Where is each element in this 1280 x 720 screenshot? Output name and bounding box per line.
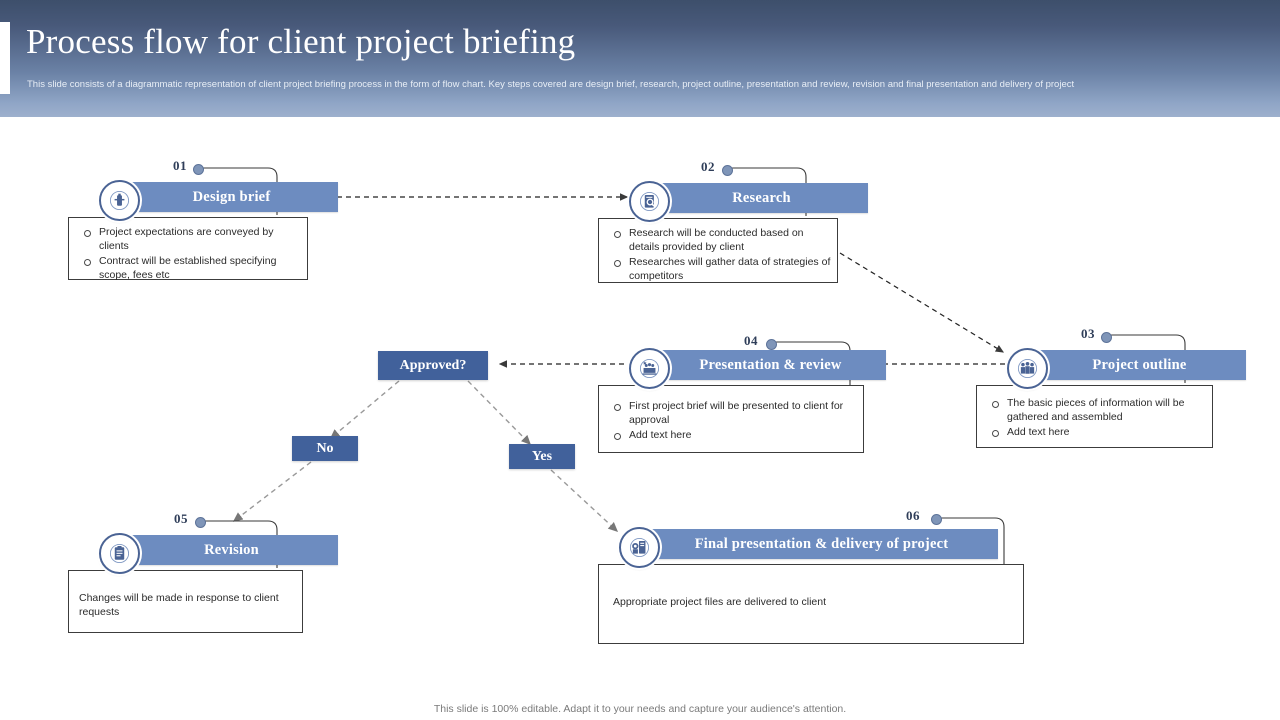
- bullet-icon: [614, 259, 621, 267]
- step-body-01: Project expectations are conveyed by cli…: [68, 217, 308, 282]
- connector-yes-to-final: [550, 469, 619, 532]
- step-body-03: The basic pieces of information will be …: [976, 385, 1213, 448]
- step-title-06: Final presentation & delivery of project: [645, 529, 998, 559]
- slide-header: Process flow for client project briefing…: [0, 0, 1280, 117]
- step-title-03: Project outline: [1033, 350, 1246, 380]
- list-item: First project brief will be presented to…: [605, 400, 857, 427]
- clipboard-revision-icon: [99, 533, 140, 574]
- connector-02-to-03: [839, 252, 1005, 353]
- step-number-06: 06: [906, 508, 920, 523]
- branch-no-box[interactable]: No: [292, 436, 358, 461]
- list-item: Contract will be established specifying …: [75, 255, 301, 282]
- branch-yes-box[interactable]: Yes: [509, 444, 575, 469]
- step-body-text-05: Changes will be made in response to clie…: [79, 592, 279, 618]
- step-dot-04: [766, 339, 777, 350]
- step-dot-01: [193, 164, 204, 175]
- step-dot-05: [195, 517, 206, 528]
- step-title-01: Design brief: [125, 182, 338, 212]
- header-accent-bar: [0, 22, 10, 94]
- bullet-icon: [84, 229, 91, 237]
- step-number-02: 02: [701, 159, 715, 174]
- bullet-icon: [992, 429, 999, 437]
- step-dot-06: [931, 514, 942, 525]
- list-item: The basic pieces of information will be …: [983, 397, 1206, 424]
- list-item: Add text here: [983, 426, 1206, 440]
- list-item: Researches will gather data of strategie…: [605, 256, 831, 283]
- design-brief-icon: [99, 180, 140, 221]
- bullet-icon: [614, 403, 621, 411]
- step-dot-03: [1101, 332, 1112, 343]
- step-number-03: 03: [1081, 326, 1095, 341]
- list-item: Project expectations are conveyed by cli…: [75, 226, 301, 253]
- decision-approved-box[interactable]: Approved?: [378, 351, 488, 380]
- step-body-05: Changes will be made in response to clie…: [68, 570, 303, 633]
- page-subtitle: This slide consists of a diagrammatic re…: [27, 79, 1075, 90]
- bullet-icon: [614, 432, 621, 440]
- presentation-audience-icon: [629, 348, 670, 389]
- step-title-05: Revision: [125, 535, 338, 565]
- step-title-04: Presentation & review: [655, 350, 886, 380]
- bullet-icon: [614, 230, 621, 238]
- step-body-text-06: Appropriate project files are delivered …: [613, 596, 827, 608]
- step-dot-02: [722, 165, 733, 176]
- list-item: Research will be conducted based on deta…: [605, 227, 831, 254]
- bullet-icon: [992, 400, 999, 408]
- page-title: Process flow for client project briefing: [26, 22, 576, 61]
- slide-footer-note: This slide is 100% editable. Adapt it to…: [433, 703, 847, 715]
- step-title-02: Research: [655, 183, 868, 213]
- connector-no-to-revision: [232, 461, 312, 522]
- connector-decision-to-no: [329, 380, 400, 439]
- step-number-05: 05: [174, 511, 188, 526]
- list-item: Add text here: [605, 429, 857, 443]
- research-document-magnifier-icon: [629, 181, 670, 222]
- step-body-06: Appropriate project files are delivered …: [598, 564, 1024, 644]
- step-number-04: 04: [744, 333, 758, 348]
- step-body-04: First project brief will be presented to…: [598, 385, 864, 453]
- step-number-01: 01: [173, 158, 187, 173]
- step-body-02: Research will be conducted based on deta…: [598, 218, 838, 283]
- bullet-icon: [84, 258, 91, 266]
- delivery-files-icon: [619, 527, 660, 568]
- team-people-icon: [1007, 348, 1048, 389]
- connector-decision-to-yes: [467, 380, 531, 445]
